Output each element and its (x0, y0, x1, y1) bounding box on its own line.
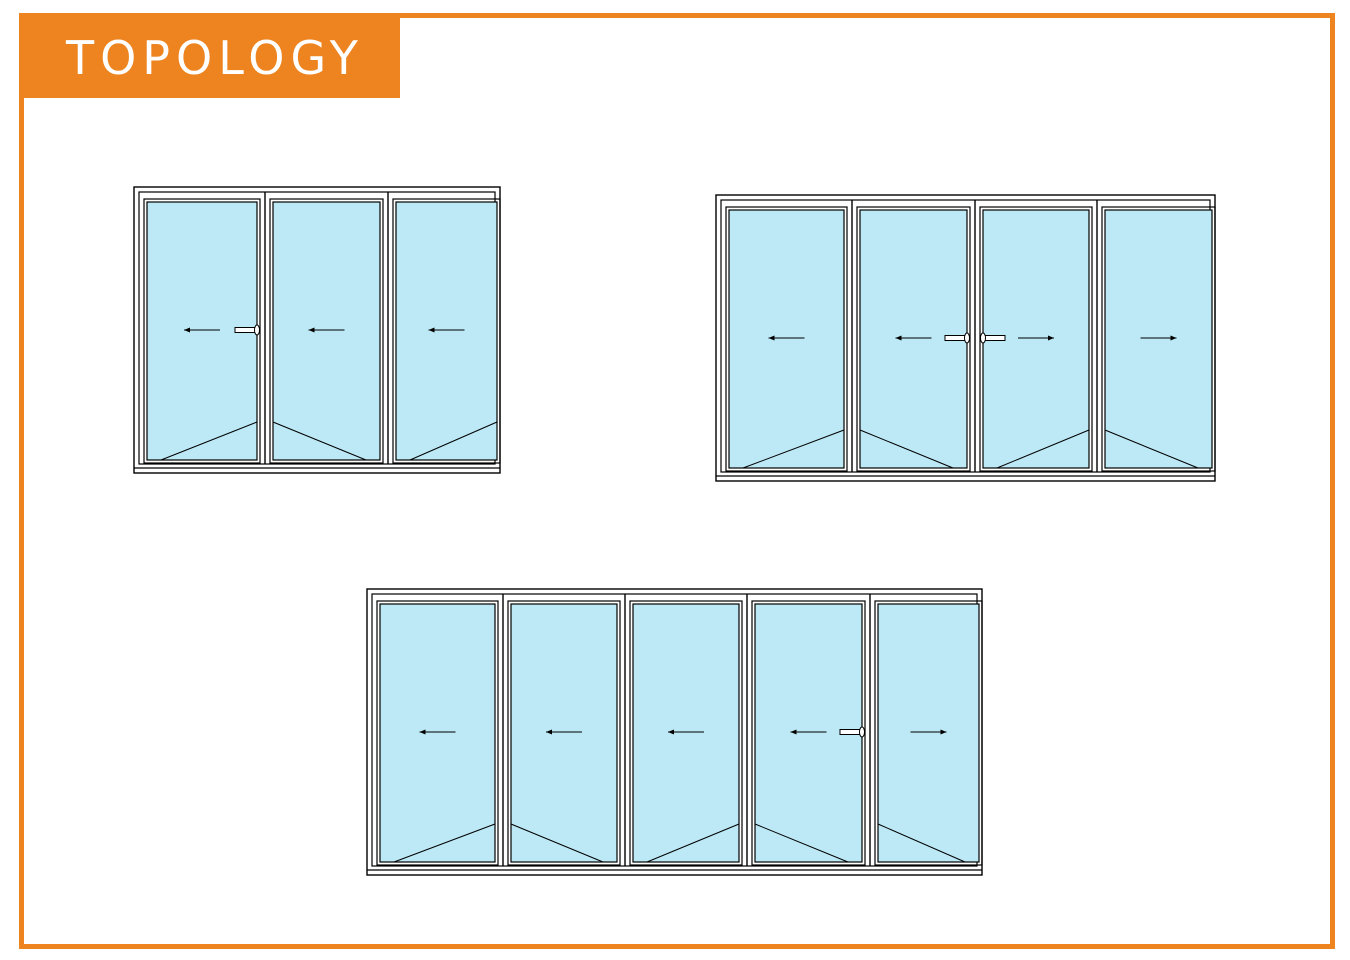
sash-frame (269, 198, 384, 464)
door-diagram-three-panel (133, 186, 501, 474)
handle-rose (254, 324, 260, 336)
swing-line (859, 429, 954, 469)
direction-arrow-head (895, 335, 902, 341)
direction-arrow-head (668, 729, 674, 735)
sash-frame (751, 600, 866, 866)
direction-arrow-head (428, 327, 435, 333)
door-diagram-five-panel (366, 588, 983, 876)
door-diagram-four-panel (715, 194, 1216, 482)
swing-line (510, 823, 604, 863)
glass-pane (379, 603, 496, 863)
direction-arrow-head (940, 729, 947, 735)
sash-frame (1101, 206, 1216, 472)
direction-arrow-head (1170, 335, 1177, 341)
glass-pane (395, 201, 498, 461)
swing-line (646, 823, 740, 863)
direction-arrow-head (419, 729, 426, 735)
sash-frame (856, 206, 971, 472)
handle-rose (980, 332, 986, 344)
sash-frame (392, 198, 501, 464)
handle-rose (964, 332, 970, 344)
glass-pane (632, 603, 740, 863)
direction-arrow-head (308, 327, 315, 333)
swing-line (1104, 429, 1199, 469)
page-title: TOPOLOGY (66, 31, 364, 85)
handle-lever (839, 729, 863, 735)
sash-frame (629, 600, 743, 866)
page-border (19, 13, 1335, 949)
swing-line (393, 823, 496, 863)
sash-frame (725, 206, 848, 472)
glass-pane (272, 201, 381, 461)
handle-rose (859, 726, 865, 738)
direction-arrow-head (184, 327, 190, 333)
sash-frame (143, 198, 261, 464)
sash-frame (507, 600, 621, 866)
direction-arrow-head (1048, 335, 1054, 341)
swing-line (877, 823, 966, 863)
swing-line (160, 421, 258, 461)
swing-line (409, 421, 498, 461)
swing-line (996, 429, 1090, 469)
direction-arrow-head (790, 729, 797, 735)
direction-arrow-head (546, 729, 552, 735)
handle-lever (982, 335, 1006, 341)
glass-pane (877, 603, 980, 863)
sash-frame (874, 600, 983, 866)
swing-line (742, 429, 845, 469)
handle-lever (234, 327, 258, 333)
direction-arrow-head (768, 335, 775, 341)
sash-frame (376, 600, 499, 866)
sash-frame (979, 206, 1093, 472)
glass-pane (1104, 209, 1213, 469)
swing-line (272, 421, 367, 461)
title-banner (24, 18, 400, 98)
swing-line (754, 823, 849, 863)
glass-pane (728, 209, 845, 469)
handle-lever (944, 335, 968, 341)
glass-pane (510, 603, 618, 863)
